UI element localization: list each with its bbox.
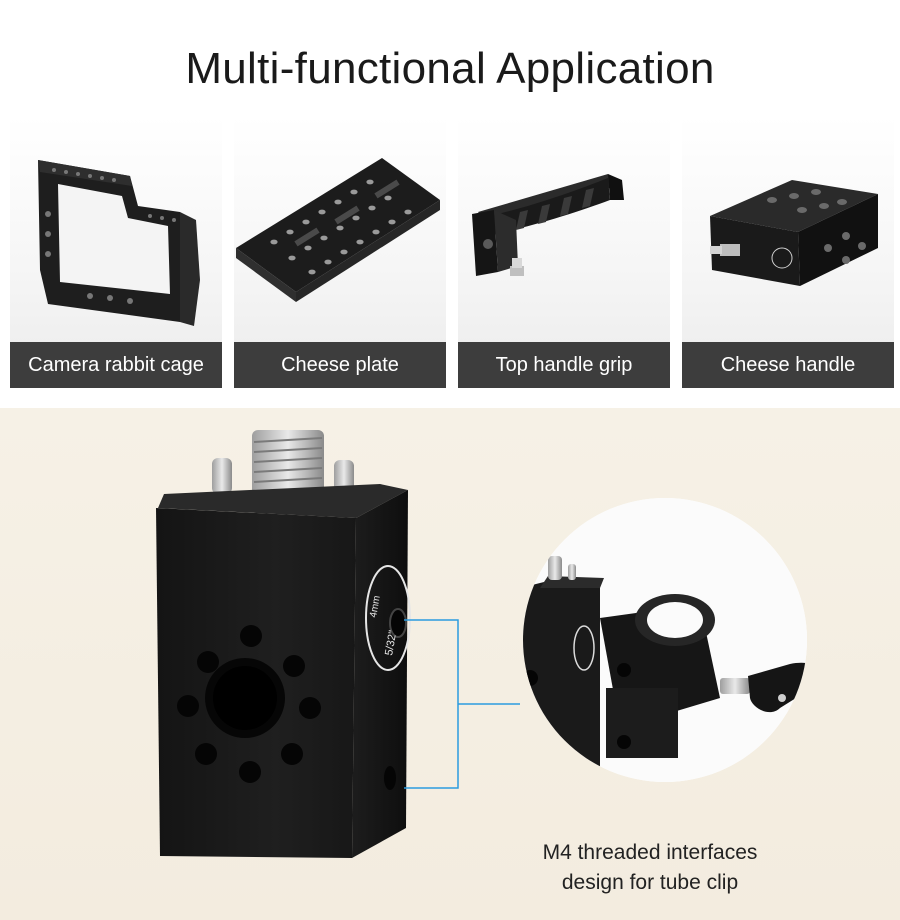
feature-caption: M4 threaded interfaces design for tube c… <box>500 838 800 898</box>
application-card-cheese-handle: Cheese handle <box>682 116 894 388</box>
application-label: Camera rabbit cage <box>10 342 222 388</box>
application-label: Top handle grip <box>458 342 670 388</box>
cheese-handle-icon <box>710 180 878 286</box>
application-label: Cheese plate <box>234 342 446 388</box>
page-title: Multi-functional Application <box>185 44 715 93</box>
application-label: Cheese handle <box>682 342 894 388</box>
camera-cage-icon <box>38 160 200 326</box>
application-card-camera-cage: Camera rabbit cage <box>10 116 222 388</box>
caption-line-1: M4 threaded interfaces <box>542 841 758 864</box>
application-card-cheese-plate: Cheese plate <box>234 116 446 388</box>
cheese-handle-closeup-icon: 4mm 5/32" <box>156 430 807 858</box>
engraving-4mm: 4mm <box>368 595 383 619</box>
top-handle-icon <box>472 174 624 276</box>
application-card-top-handle: Top handle grip <box>458 116 670 388</box>
applications-row: Camera rabbit cage <box>10 116 894 388</box>
engraving-5-32: 5/32" <box>383 629 399 656</box>
detail-section: 4mm 5/32" <box>0 408 900 920</box>
cheese-plate-icon <box>236 158 440 302</box>
caption-line-2: design for tube clip <box>561 871 739 894</box>
